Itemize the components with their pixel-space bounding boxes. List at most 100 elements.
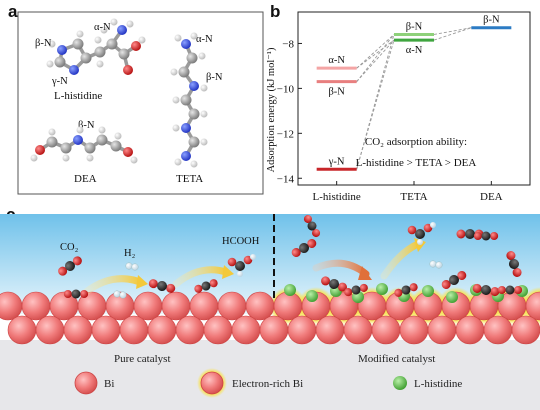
bi-atom bbox=[273, 291, 303, 321]
l-histidine-particle bbox=[306, 290, 318, 302]
energy-chart-axes: −14 −12 −10 −8L-histidine TETA DEA bbox=[277, 11, 531, 203]
co2-molecule bbox=[497, 285, 523, 295]
h2-molecule bbox=[429, 260, 443, 269]
bi-atom bbox=[35, 315, 65, 345]
x-tick-label: DEA bbox=[480, 191, 503, 203]
l-histidine-particle bbox=[376, 283, 388, 295]
energy-level-label: β-N bbox=[328, 87, 345, 98]
co2-molecule bbox=[303, 214, 321, 238]
energy-connector bbox=[433, 27, 472, 35]
left-arrow-2 bbox=[172, 266, 230, 288]
pure-catalyst-label: Pure catalyst bbox=[114, 353, 171, 365]
energy-level-label: α-N bbox=[406, 45, 423, 56]
co2-molecule bbox=[472, 283, 500, 297]
energy-level-label: β-N bbox=[406, 21, 423, 32]
y-tick-label: −12 bbox=[277, 128, 294, 140]
l-histidine-particle bbox=[284, 284, 296, 296]
bi-atom-lattice bbox=[0, 291, 540, 345]
right-arrow-1-head bbox=[358, 266, 372, 280]
bi-atom bbox=[371, 315, 401, 345]
energy-connector bbox=[356, 34, 395, 82]
y-tick-label: −8 bbox=[282, 38, 294, 50]
gas-molecules bbox=[58, 214, 523, 299]
co2-molecule bbox=[506, 251, 522, 277]
bi-atom bbox=[525, 291, 540, 321]
legend-bi-label: Bi bbox=[104, 378, 114, 390]
bi-atom bbox=[245, 291, 275, 321]
bi-atom bbox=[7, 315, 37, 345]
energy-chart-levels bbox=[316, 26, 512, 171]
h2-label: H₂ bbox=[124, 248, 136, 259]
energy-connector bbox=[356, 34, 395, 170]
bi-atom bbox=[259, 315, 289, 345]
energy-chart-labels: α-N β-N γ-N β-N α-N β-N bbox=[328, 15, 500, 168]
hcooh-molecule bbox=[227, 254, 256, 277]
bi-atom bbox=[315, 315, 345, 345]
h2-molecule bbox=[125, 262, 139, 271]
l-histidine-particles bbox=[284, 283, 528, 303]
y-tick-label: −14 bbox=[277, 173, 295, 185]
co2-molecule bbox=[58, 256, 82, 276]
bi-atom bbox=[511, 315, 540, 345]
x-tick-label: TETA bbox=[400, 191, 427, 203]
left-arrow-2-head bbox=[222, 265, 234, 279]
hcooh-molecule bbox=[407, 222, 436, 245]
bi-atom bbox=[287, 315, 317, 345]
modified-catalyst-label: Modified catalyst bbox=[358, 353, 435, 365]
left-arrow-1 bbox=[82, 275, 144, 296]
bi-atom bbox=[455, 315, 485, 345]
panel-b-letter: b bbox=[270, 2, 281, 21]
l-histidine-icon bbox=[393, 376, 407, 390]
bi-atom bbox=[21, 291, 51, 321]
co2-molecule bbox=[194, 279, 218, 293]
co2-molecule bbox=[441, 271, 467, 289]
energy-chart-ylabel: Adsorption energy (kJ mol⁻¹) bbox=[266, 47, 277, 172]
l-histidine-particle bbox=[446, 291, 458, 303]
energy-connector bbox=[356, 39, 395, 170]
y-tick-label: −10 bbox=[277, 83, 295, 95]
bi-atom bbox=[189, 291, 219, 321]
bi-atom bbox=[203, 315, 233, 345]
bi-atom-icon bbox=[74, 371, 98, 395]
bi-atom bbox=[483, 315, 513, 345]
co2-molecule bbox=[63, 289, 89, 299]
energy-level-label: β-N bbox=[483, 15, 500, 26]
electron-rich-bi-icon bbox=[200, 371, 224, 395]
bi-atom bbox=[231, 315, 261, 345]
co2-molecule bbox=[148, 279, 176, 293]
bi-atom bbox=[399, 315, 429, 345]
hcooh-label: HCOOH bbox=[222, 236, 260, 247]
energy-level-label: α-N bbox=[328, 55, 345, 66]
x-tick-label: L-histidine bbox=[313, 191, 361, 203]
bi-atom bbox=[91, 315, 121, 345]
right-arrow-2 bbox=[380, 240, 422, 280]
energy-chart-connectors bbox=[356, 27, 472, 170]
energy-connector bbox=[356, 34, 395, 69]
legend-electron-rich-label: Electron-rich Bi bbox=[232, 378, 303, 390]
energy-connector bbox=[356, 39, 395, 82]
bi-atom bbox=[175, 315, 205, 345]
left-arrow-1-head bbox=[136, 275, 148, 289]
energy-level-label: γ-N bbox=[328, 156, 345, 167]
l-histidine-particle bbox=[422, 285, 434, 297]
co2-label: CO₂ bbox=[60, 242, 79, 253]
bi-atom bbox=[343, 315, 373, 345]
energy-connector bbox=[356, 39, 395, 69]
energy-chart-annotation-line1: CO₂ adsorption ability: bbox=[365, 136, 467, 148]
panel-a-letter: a bbox=[8, 2, 18, 21]
bi-atom bbox=[427, 315, 457, 345]
co2-molecule bbox=[394, 283, 418, 297]
bi-atom bbox=[147, 315, 177, 345]
energy-connector bbox=[433, 27, 472, 41]
bi-atom bbox=[119, 315, 149, 345]
energy-chart-annotation-line2: L-histidine > TETA > DEA bbox=[356, 157, 477, 169]
co2-molecule bbox=[344, 283, 368, 297]
legend: Bi Electron-rich Bi L-histidine bbox=[74, 368, 462, 398]
bi-atom bbox=[161, 291, 191, 321]
bi-atom bbox=[133, 291, 163, 321]
bi-atom bbox=[63, 315, 93, 345]
legend-histidine-label: L-histidine bbox=[414, 378, 462, 390]
h2-molecule bbox=[113, 290, 127, 299]
